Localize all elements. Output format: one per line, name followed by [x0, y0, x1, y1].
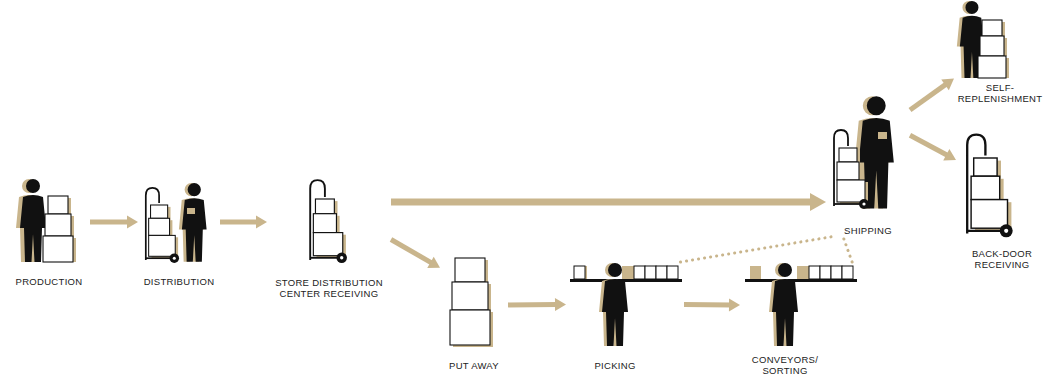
station-label: STORE DISTRIBUTION CENTER RECEIVING: [267, 277, 391, 299]
parcel: [878, 132, 887, 139]
station-node: PUT AWAY: [440, 255, 508, 371]
box: [45, 214, 71, 236]
station-label: DISTRIBUTION: [138, 276, 220, 287]
connector-line: [680, 236, 836, 262]
station-label: BACK-DOOR RECEIVING: [956, 248, 1048, 270]
shelf-box: [809, 266, 820, 279]
station-node: PICKING: [566, 262, 684, 371]
shelf-box: [667, 266, 678, 279]
dotted-link: [680, 236, 836, 262]
station-node: DISTRIBUTION: [138, 175, 220, 287]
station-node: SELF- REPLENISHMENT: [954, 2, 1046, 104]
shelf: [570, 279, 682, 282]
dotted-link: [843, 236, 852, 262]
arrow-head: [943, 149, 956, 160]
receiving-illustration: [310, 180, 347, 263]
shelf-box: [634, 266, 645, 279]
box: [980, 36, 1004, 56]
shelf: [745, 279, 857, 282]
arrow-head: [810, 193, 826, 211]
self-replenishment-illustration: [957, 1, 1009, 78]
station-node: STORE DISTRIBUTION CENTER RECEIVING: [267, 175, 391, 299]
connector-line: [220, 220, 258, 225]
connector-line: [391, 239, 432, 263]
station-label: PRODUCTION: [8, 276, 90, 287]
arrow-head: [941, 79, 954, 91]
shelf-box: [574, 266, 585, 279]
production-illustration: [16, 179, 76, 262]
station-label: PICKING: [575, 360, 655, 371]
arrow-head: [256, 216, 267, 229]
box: [48, 196, 68, 214]
flow-arrow: [684, 298, 740, 311]
person: [772, 263, 798, 346]
box: [43, 236, 73, 262]
connector-line: [508, 302, 557, 307]
box: [452, 282, 488, 310]
station-label: PUT AWAY: [440, 360, 508, 371]
conveyor-illustration: [745, 263, 857, 346]
box: [450, 310, 490, 345]
station-node: CONVEYORS/ SORTING: [740, 262, 858, 376]
shelf-box: [656, 266, 667, 279]
box: [982, 20, 1002, 36]
person: [20, 179, 46, 262]
station-node: SHIPPING: [826, 92, 910, 236]
flow-arrow: [391, 193, 826, 211]
hand-truck: [310, 180, 347, 263]
connector-line: [90, 220, 129, 225]
station-label: CONVEYORS/ SORTING: [745, 354, 825, 376]
person: [182, 183, 207, 262]
connector-line: [910, 135, 948, 156]
distribution-illustration: [146, 183, 207, 263]
hand-truck: [834, 130, 869, 209]
picking-illustration: [570, 263, 682, 346]
shelf-box: [831, 266, 842, 279]
connector-line: [910, 84, 947, 110]
shelf-box: [645, 266, 656, 279]
flow-arrow: [391, 239, 440, 267]
station-node: BACK-DOOR RECEIVING: [956, 128, 1048, 270]
shelf-box: [820, 266, 831, 279]
hand-truck: [146, 188, 179, 263]
flow-arrow: [910, 135, 956, 160]
connector-line: [391, 199, 813, 206]
arrow-head: [427, 257, 440, 268]
hand-truck: [967, 135, 1013, 238]
arrow-head: [127, 216, 138, 229]
back-door-illustration: [967, 135, 1013, 238]
shelf-box: [622, 266, 634, 279]
flow-arrow: [90, 216, 138, 229]
parcel: [187, 208, 195, 214]
flow-arrow: [220, 216, 267, 229]
arrow-head: [555, 298, 566, 311]
station-label: SELF- REPLENISHMENT: [954, 82, 1046, 104]
shelf-box: [842, 266, 853, 279]
connector-line: [684, 302, 731, 307]
box: [455, 258, 485, 282]
put-away-illustration: [450, 258, 493, 347]
flow-arrow: [910, 79, 954, 111]
connector-line: [843, 236, 852, 262]
station-label: SHIPPING: [828, 225, 908, 236]
shipping-illustration: [834, 96, 894, 209]
box: [978, 56, 1006, 78]
station-node: PRODUCTION: [8, 175, 90, 287]
shelf-box: [797, 266, 809, 279]
person: [602, 263, 628, 346]
flow-arrow: [508, 298, 566, 311]
arrow-head: [729, 298, 740, 311]
shelf-box: [750, 266, 761, 279]
